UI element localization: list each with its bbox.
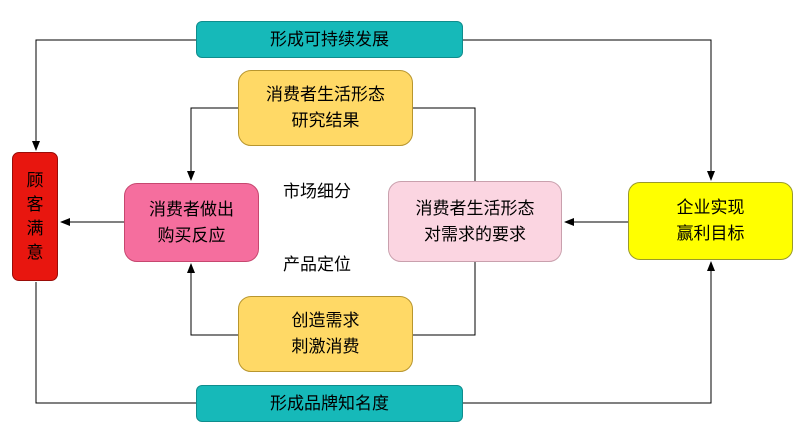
research-line-2: 研究结果: [291, 111, 360, 131]
demand-line-1: 消费者生活形态: [415, 198, 535, 219]
research-line-1: 消费者生活形态: [266, 85, 385, 105]
line-demand-to-research: [413, 107, 476, 181]
satisfaction-char-4: 意: [26, 242, 44, 263]
research-result-box: 消费者生活形态 研究结果: [238, 70, 413, 146]
purchase-reaction-box: 消费者做出 购买反应: [124, 183, 259, 262]
arrow-create-to-reaction: [187, 263, 238, 336]
create-demand-box: 创造需求 刺激消费: [238, 296, 413, 372]
reaction-line-2: 购买反应: [157, 225, 226, 246]
arrow-top-banner-to-profit: [463, 39, 715, 181]
product-positioning-label: 产品定位: [283, 255, 351, 275]
bottom-banner-brand-awareness: 形成品牌知名度: [196, 385, 463, 422]
satisfaction-char-2: 客: [26, 194, 44, 215]
create-line-2: 刺激消费: [291, 337, 360, 357]
line-satisfaction-to-bottom-banner: [35, 282, 196, 404]
demand-line-2: 对需求的要求: [424, 224, 526, 245]
profit-goal-box: 企业实现 赢利目标: [628, 182, 793, 260]
reaction-line-1: 消费者做出: [149, 199, 234, 220]
market-segmentation-label: 市场细分: [283, 182, 351, 202]
top-banner-sustainable-development: 形成可持续发展: [196, 21, 463, 58]
arrow-top-banner-to-satisfaction: [32, 39, 196, 151]
bottom-banner-text: 形成品牌知名度: [270, 393, 389, 414]
satisfaction-char-1: 顾: [26, 170, 44, 191]
top-banner-text: 形成可持续发展: [270, 29, 389, 50]
line-demand-to-create: [413, 262, 476, 336]
arrow-bottom-banner-to-profit: [463, 261, 715, 404]
satisfaction-char-3: 满: [26, 218, 44, 239]
demand-requirement-box: 消费者生活形态 对需求的要求: [388, 181, 562, 262]
profit-line-1: 企业实现: [676, 198, 745, 218]
customer-satisfaction-box: 顾 客 满 意: [12, 152, 58, 281]
profit-line-2: 赢利目标: [676, 224, 745, 244]
create-line-1: 创造需求: [291, 311, 360, 331]
arrow-research-to-reaction: [187, 107, 238, 181]
